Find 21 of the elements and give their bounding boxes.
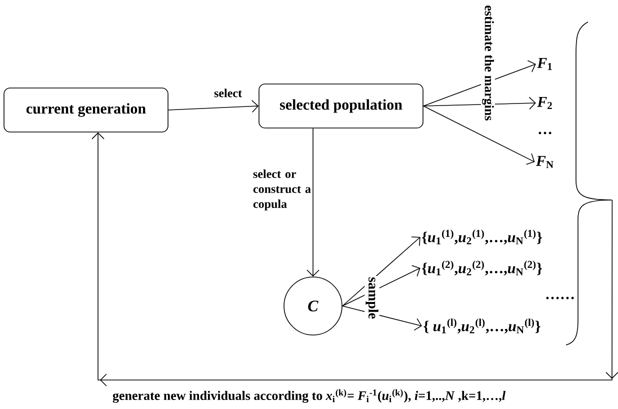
arrow bbox=[306, 128, 320, 277]
margin-label: F$_{1}$ bbox=[537, 58, 552, 70]
ellipsis: …… bbox=[546, 296, 574, 300]
process-box: current generation bbox=[4, 88, 168, 132]
sample-vector: {u$_{1}$$^{(2)}$,u$_{2}$$^{(2)}$,…,u$_{N}$$^{(2)}$} bbox=[422, 260, 542, 276]
arrow bbox=[168, 100, 259, 113]
formula-label: generate new individuals according to x$_{i}$$^{(k)}$= F$_{i}$$^{-1}$(u$_{i}$$^{(k)}$), i=1,..,N ,k=1,…,l bbox=[111, 388, 507, 404]
sample-vector: { u$_{1}$$^{(l)}$,u$_{2}$$^{(l)}$,…,u$_{N}$$^{(l)}$} bbox=[424, 318, 540, 334]
arrow bbox=[423, 106, 535, 165]
edge-label: sample bbox=[364, 276, 380, 320]
arrow bbox=[423, 60, 536, 106]
edge-label: select or construct a copula bbox=[252, 168, 312, 212]
process-box: selected population bbox=[258, 84, 424, 128]
arrow bbox=[423, 96, 536, 110]
margin-label: F$_{2}$ bbox=[537, 97, 552, 109]
ellipsis: … bbox=[538, 132, 552, 134]
feedback-arrow bbox=[92, 132, 618, 386]
edge-label: estimate the margins bbox=[481, 4, 495, 122]
edge-label: select bbox=[213, 88, 243, 98]
sample-vector: {u$_{1}$$^{(1)}$,u$_{2}$$^{(1)}$,…,u$_{N}$$^{(1)}$} bbox=[422, 230, 542, 244]
margin-label: F$_{N}$ bbox=[536, 156, 554, 168]
